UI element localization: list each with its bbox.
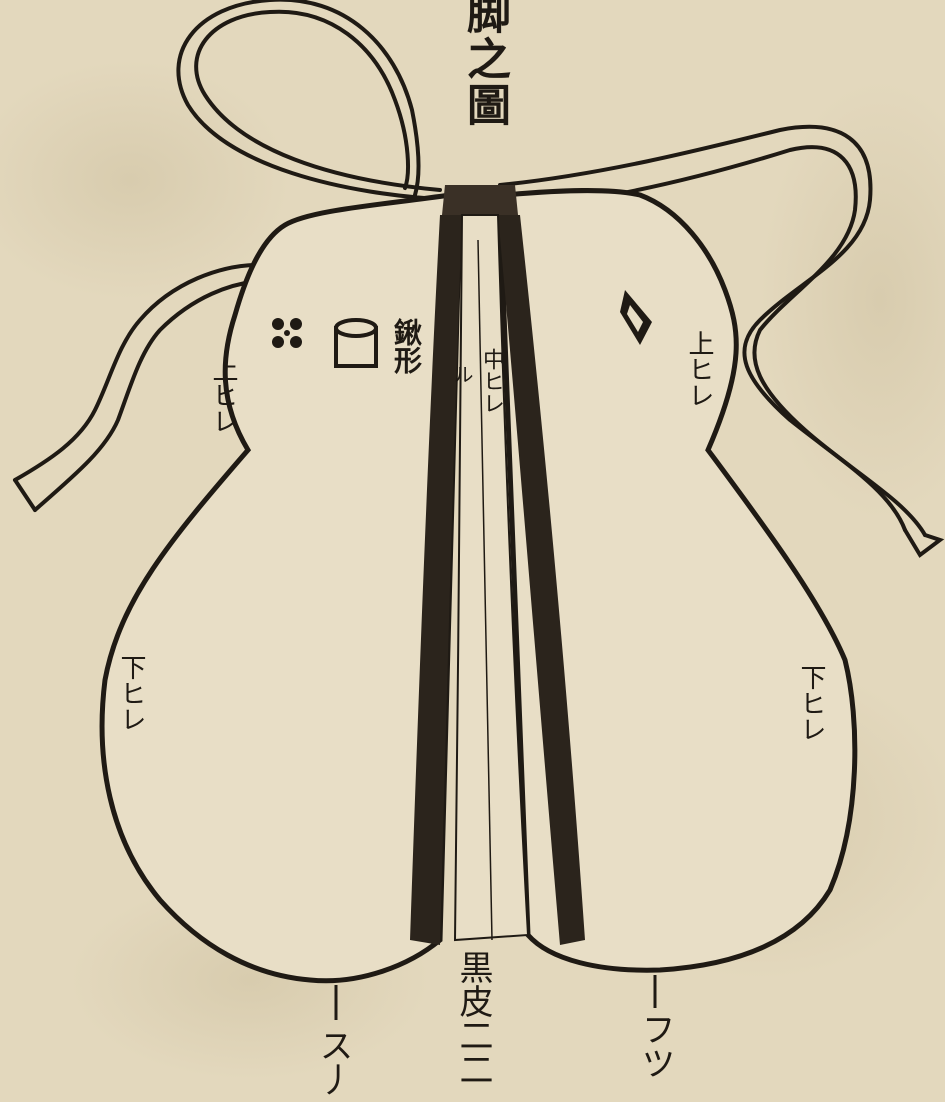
label-right-bottom: フツ — [638, 1012, 672, 1080]
label-upper-fin-left: 上ヒレ — [210, 356, 236, 434]
label-crest: 鍬形 — [392, 318, 420, 374]
label-lower-fin-right: 下ヒレ — [798, 664, 824, 742]
label-small-mark: ル — [452, 364, 472, 384]
label-black-leather: 黒皮二二 — [456, 950, 490, 1086]
cylinder-crest-icon — [336, 320, 376, 366]
label-upper-fin-right: 上ヒレ — [686, 330, 712, 408]
label-lower-fin-left: 下ヒレ — [118, 654, 144, 732]
label-left-bottom: ス丿 — [316, 1028, 350, 1096]
page-title: 脚之圖 — [462, 0, 506, 128]
label-middle-fin: 中ヒレ — [480, 348, 502, 414]
